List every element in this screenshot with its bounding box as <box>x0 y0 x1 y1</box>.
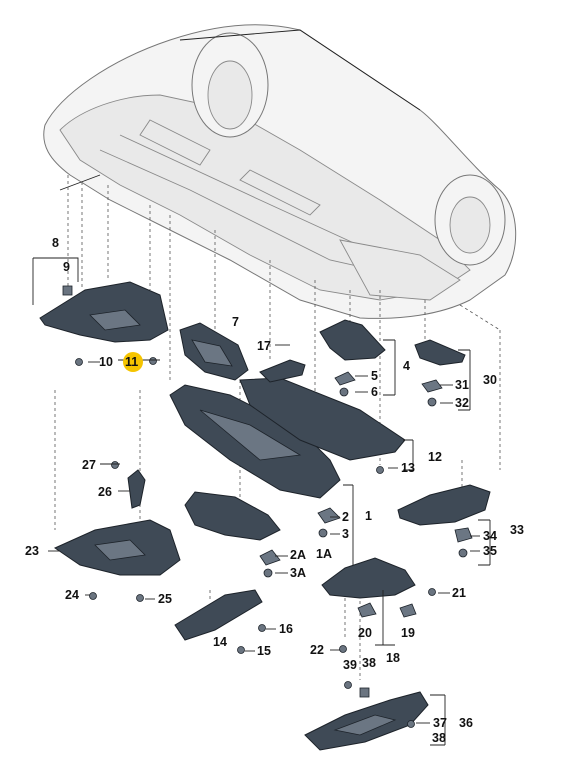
callout-39: 39 <box>343 658 357 672</box>
callout-2A: 2A <box>290 548 306 562</box>
part-18-rear-trim <box>321 557 436 653</box>
part-14-trim-strip <box>174 589 266 654</box>
callout-21: 21 <box>452 586 466 600</box>
callout-13: 13 <box>401 461 415 475</box>
vehicle-underbody <box>43 24 517 319</box>
callout-1A: 1A <box>316 547 332 561</box>
callout-16: 16 <box>279 622 293 636</box>
callout-31: 31 <box>455 378 469 392</box>
callout-7: 7 <box>232 315 239 329</box>
part-8-engine-shield <box>39 281 169 366</box>
callout-35: 35 <box>483 544 497 558</box>
callout-14: 14 <box>213 635 227 649</box>
callout-36: 36 <box>459 716 473 730</box>
callout-10: 10 <box>99 355 113 369</box>
callout-20: 20 <box>358 626 372 640</box>
part-12-floor-panel <box>169 377 406 499</box>
part-1-bracket <box>184 491 341 578</box>
callout-12: 12 <box>428 450 442 464</box>
callout-26: 26 <box>98 485 112 499</box>
callout-3A: 3A <box>290 566 306 580</box>
callout-17: 17 <box>257 339 271 353</box>
callout-5: 5 <box>371 369 378 383</box>
part-30-trim <box>414 339 466 407</box>
part-4-trim <box>319 319 386 397</box>
callout-27: 27 <box>82 458 96 472</box>
callout-18: 18 <box>386 651 400 665</box>
callout-labels: 8 9 10 11 7 17 4 5 6 30 31 32 12 13 27 2… <box>25 236 524 745</box>
callout-11-highlight <box>123 352 143 372</box>
callout-38-lower: 38 <box>432 731 446 745</box>
callout-23: 23 <box>25 544 39 558</box>
part-17-bracket <box>259 359 306 383</box>
callout-19: 19 <box>401 626 415 640</box>
callout-22: 22 <box>310 643 324 657</box>
callout-1: 1 <box>365 509 372 523</box>
callout-11: 11 <box>125 355 138 369</box>
callout-4: 4 <box>403 359 410 373</box>
callout-38: 38 <box>362 656 376 670</box>
callout-32: 32 <box>455 396 469 410</box>
callout-33: 33 <box>510 523 524 537</box>
callout-25: 25 <box>158 592 172 606</box>
callout-3: 3 <box>342 527 349 541</box>
part-36-rear-cover <box>304 681 429 751</box>
callout-24: 24 <box>65 588 79 602</box>
callout-2: 2 <box>342 510 349 524</box>
callout-15: 15 <box>257 644 271 658</box>
callout-6: 6 <box>371 385 378 399</box>
leader-ticks <box>48 344 480 724</box>
callout-9: 9 <box>63 260 70 274</box>
callout-8: 8 <box>52 236 59 250</box>
part-23-lower-shield <box>53 461 181 602</box>
callout-34: 34 <box>483 529 497 543</box>
callout-30: 30 <box>483 373 497 387</box>
part-7-side-trim <box>179 322 249 381</box>
part-33-rear-shield <box>397 484 491 558</box>
callout-37: 37 <box>433 716 447 730</box>
